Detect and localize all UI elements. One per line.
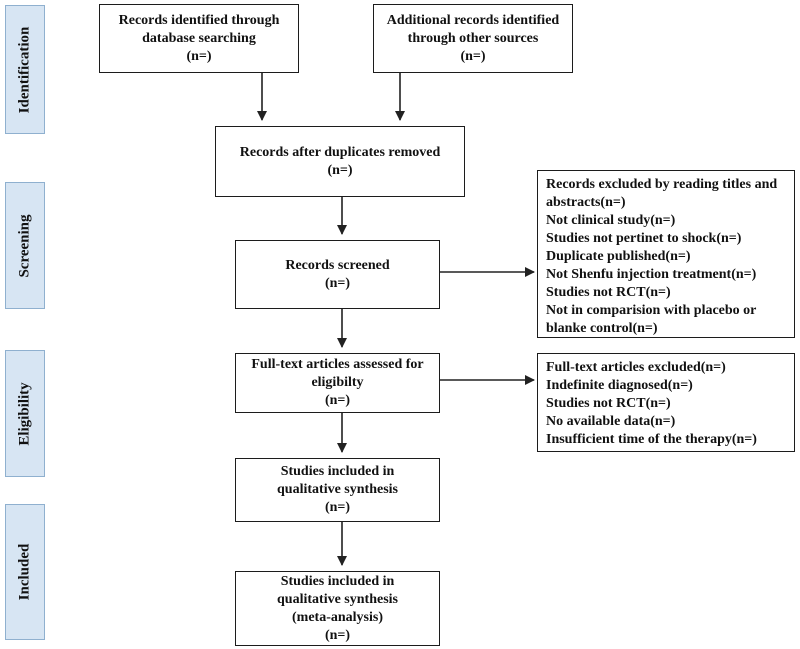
stage-identification: Identification: [5, 5, 45, 134]
screening-excluded-line-4: Studies not pertinet to shock(n=): [546, 231, 742, 246]
stage-screening: Screening: [5, 182, 45, 309]
screening-excluded-line-3: Not clinical study(n=): [546, 213, 676, 228]
fulltext-excluded-line-4: No available data(n=): [546, 414, 676, 429]
fulltext-excluded-line-1: Full-text articles excluded(n=): [546, 360, 726, 375]
qualitative-synthesis-count: (n=): [324, 500, 351, 515]
screening-excluded-line-5: Duplicate published(n=): [546, 249, 691, 264]
duplicates-removed-line-1: Records after duplicates removed: [239, 144, 441, 160]
meta-analysis-box: Studies included in qualitative synthesi…: [235, 571, 440, 646]
screening-excluded-line-6: Not Shenfu injection treatment(n=): [546, 267, 757, 282]
fulltext-excluded-line-2: Indefinite diagnosed(n=): [546, 378, 693, 393]
fulltext-excluded-line-3: Studies not RCT(n=): [546, 396, 671, 411]
other-sources-line-2: through other sources: [407, 30, 539, 46]
other-sources-count: (n=): [460, 48, 486, 64]
fulltext-assessed-box: Full-text articles assessed for eligibil…: [235, 353, 440, 413]
duplicates-removed-box: Records after duplicates removed (n=): [215, 126, 465, 197]
fulltext-excluded-box: Full-text articles excluded(n=) Indefini…: [537, 353, 795, 452]
database-records-box: Records identified through database sear…: [99, 4, 299, 73]
records-screened-box: Records screened (n=): [235, 240, 440, 309]
other-sources-line-1: Additional records identified: [386, 12, 560, 28]
screening-excluded-line-2: abstracts(n=): [546, 195, 626, 210]
meta-analysis-line-3: (meta-analysis): [292, 609, 383, 625]
records-screened-line-1: Records screened: [285, 257, 390, 273]
fulltext-assessed-count: (n=): [324, 393, 351, 408]
screening-excluded-line-8: Not in comparision with placebo or: [546, 303, 757, 318]
fulltext-assessed-line-2: eligibilty: [311, 375, 364, 390]
fulltext-excluded-line-5: Insufficient time of the therapy(n=): [546, 432, 757, 447]
database-records-line-2: database searching: [142, 30, 256, 46]
meta-analysis-count: (n=): [324, 627, 351, 643]
database-records-count: (n=): [186, 48, 212, 64]
stage-eligibility: Eligibility: [5, 350, 45, 477]
qualitative-synthesis-line-1: Studies included in: [280, 464, 395, 479]
meta-analysis-line-1: Studies included in: [280, 573, 395, 589]
screening-excluded-box: Records excluded by reading titles and a…: [537, 170, 795, 338]
stage-included: Included: [5, 504, 45, 640]
screening-excluded-line-9: blanke control(n=): [546, 321, 658, 336]
other-sources-box: Additional records identified through ot…: [373, 4, 573, 73]
fulltext-assessed-line-1: Full-text articles assessed for: [251, 357, 424, 372]
screening-excluded-line-7: Studies not RCT(n=): [546, 285, 671, 300]
meta-analysis-line-2: qualitative synthesis: [277, 591, 398, 607]
records-screened-count: (n=): [324, 275, 351, 291]
qualitative-synthesis-box: Studies included in qualitative synthesi…: [235, 458, 440, 522]
database-records-line-1: Records identified through: [118, 12, 280, 28]
qualitative-synthesis-line-2: qualitative synthesis: [277, 482, 398, 497]
duplicates-removed-count: (n=): [327, 162, 353, 178]
screening-excluded-line-1: Records excluded by reading titles and: [546, 177, 778, 192]
